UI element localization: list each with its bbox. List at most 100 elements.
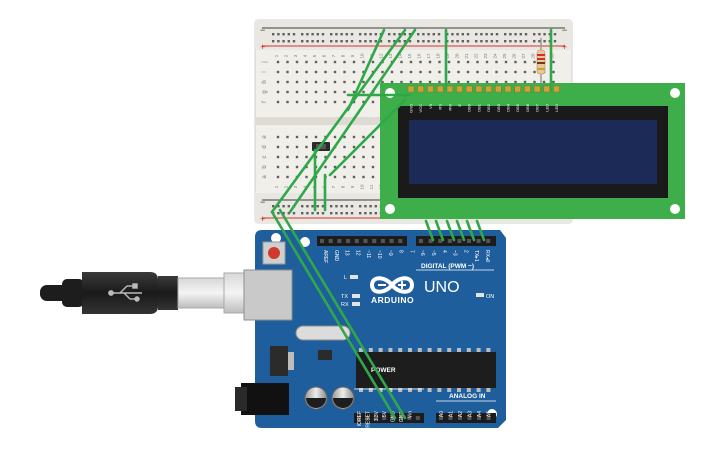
lcd-pin[interactable] [514,85,521,93]
terminal-hole [371,145,375,149]
header-hole[interactable] [458,416,462,420]
terminal-hole [466,80,470,84]
lcd-pin[interactable] [417,85,424,93]
header-hole[interactable] [380,239,385,243]
wire-lcd-d7 [424,219,435,242]
header-hole[interactable] [447,239,452,243]
rail-hole [272,40,275,43]
rail-hole [437,33,441,36]
header-hole[interactable] [390,416,395,420]
header-hole[interactable] [320,239,324,243]
rail-hole [340,205,343,208]
pin-label: GND [399,411,405,423]
terminal-hole [438,70,441,74]
terminal-hole [428,80,432,84]
terminal-hole [305,145,308,149]
lcd-pin[interactable] [407,85,415,93]
lcd-pin[interactable] [465,85,473,93]
header-hole[interactable] [407,416,412,420]
rail-hole [538,40,541,43]
rail-hole [524,40,528,43]
terminal-hole [352,80,356,84]
header-hole[interactable] [389,239,394,243]
terminal-hole [438,80,441,84]
terminal-hole [428,60,432,64]
lcd-pin-label: DB5 [515,103,520,112]
rail-hole [475,33,478,36]
led-tx-label: TX [341,294,348,300]
header-hole[interactable] [486,239,491,243]
header-hole[interactable] [438,239,443,243]
terminal-hole [295,145,299,149]
lcd-pin-label: DB3 [496,103,501,112]
terminal-hole [276,80,280,84]
column-number: 21 [464,53,469,59]
rail-hole [398,40,401,43]
pin-label: 2 [462,250,468,253]
header-hole[interactable] [457,239,462,243]
terminal-hole [552,60,555,64]
row-letter: i [262,71,268,72]
header-hole[interactable] [428,239,433,243]
terminal-hole [295,155,299,159]
lcd-pin[interactable] [475,85,483,93]
lcd-pin-label: DB1 [476,103,481,112]
lcd-pin[interactable] [504,85,512,93]
header-hole[interactable] [346,239,351,243]
lcd-pin[interactable] [436,85,444,93]
lcd-pin[interactable] [446,85,454,93]
header-hole[interactable] [365,416,370,420]
lcd-pin[interactable] [495,85,502,93]
resistor-icon[interactable] [536,38,546,84]
wire-gnd-board [270,210,397,420]
terminal-hole [343,90,346,94]
rail-hole [490,40,493,43]
header-hole[interactable] [354,239,359,243]
terminal-hole [485,60,489,64]
header-hole[interactable] [486,416,491,420]
rail-hole [466,40,470,43]
header-hole[interactable] [419,239,423,243]
lcd-pin[interactable] [485,85,492,93]
terminal-hole [324,70,327,74]
lcd-pin[interactable] [533,85,541,93]
rail-hole [543,40,546,43]
header-hole[interactable] [357,416,361,420]
row-letter: h [262,80,268,83]
header-hole[interactable] [415,416,420,420]
lcd-pin[interactable] [524,85,531,93]
header-hole[interactable] [467,239,471,243]
reset-button-icon[interactable] [262,241,286,265]
lcd-pin[interactable] [543,85,551,93]
terminal-hole [324,155,327,159]
header-hole[interactable] [373,416,378,420]
lcd-pin[interactable] [456,85,463,93]
header-hole[interactable] [382,416,387,420]
column-number: 24 [493,53,498,59]
header-hole[interactable] [477,416,481,420]
rail-hole [340,212,343,215]
terminal-hole [276,155,280,159]
header-hole[interactable] [398,239,403,243]
top-rail-minus-sign: − [260,25,265,35]
header-hole[interactable] [328,239,333,243]
header-hole[interactable] [399,416,403,420]
header-hole[interactable] [439,416,443,420]
terminal-hole [276,165,280,169]
header-hole[interactable] [363,239,368,243]
rail-hole [350,33,354,36]
lcd-pin[interactable] [427,85,434,93]
header-hole[interactable] [372,239,377,243]
arduino-infinity-logo-icon [369,276,415,294]
column-number: 1 [274,54,279,57]
terminal-hole [352,155,356,159]
led-on-label: ON [486,294,494,300]
rail-hole [417,33,420,36]
lcd-pin[interactable] [553,85,560,93]
header-hole[interactable] [448,416,453,420]
rail-hole [272,205,275,208]
header-hole[interactable] [467,416,472,420]
header-hole[interactable] [476,239,481,243]
header-hole[interactable] [337,239,342,243]
